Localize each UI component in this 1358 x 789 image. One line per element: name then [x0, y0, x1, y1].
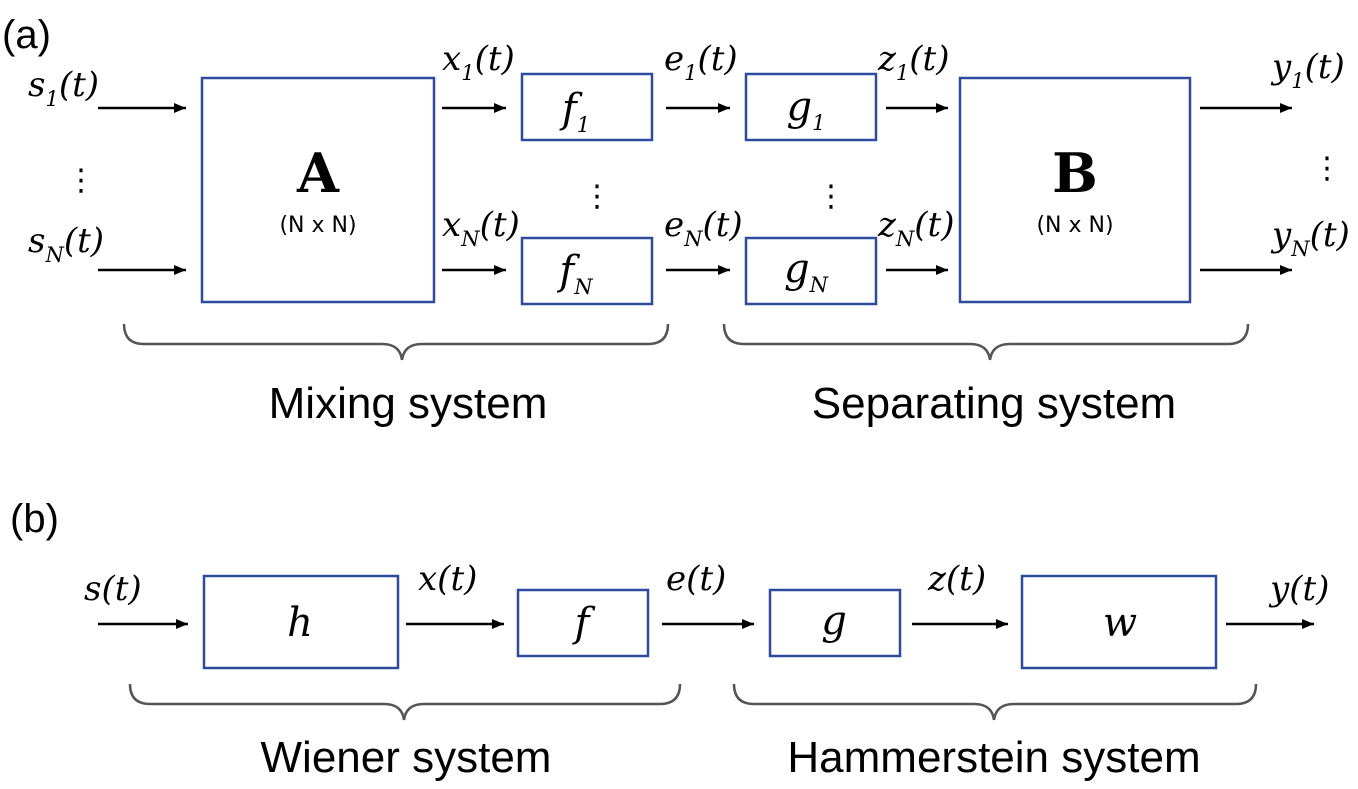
gn-block	[744, 236, 878, 306]
h-block	[202, 574, 400, 670]
matrix-b-dim: (N x N)	[1036, 213, 1113, 238]
separating-brace	[722, 323, 1250, 361]
g-dots: ⋮	[816, 179, 846, 214]
matrix-b-name: B	[1052, 141, 1098, 205]
input-sn-label: sN(t)	[28, 221, 104, 267]
matrix-b-block	[958, 76, 1192, 304]
separating-caption: Separating system	[812, 379, 1176, 428]
input-s1-label: s1(t)	[28, 65, 99, 111]
w-block	[1020, 574, 1218, 670]
x-signal-label: x(t)	[418, 559, 477, 599]
s-signal-label: s(t)	[84, 569, 142, 609]
wiener-caption: Wiener system	[261, 733, 552, 782]
x1-label: x1(t)	[442, 39, 515, 85]
e-signal-label: e(t)	[666, 559, 726, 599]
y-signal-label: y(t)	[1268, 569, 1329, 609]
output-dots: ⋮	[1312, 151, 1342, 186]
output-yn-label: yN(t)	[1270, 215, 1350, 261]
g-label: g	[821, 598, 847, 644]
z1-label: z1(t)	[877, 39, 950, 85]
mixing-brace	[122, 323, 670, 361]
matrix-a-dim: (N x N)	[279, 213, 356, 238]
f-dots: ⋮	[582, 179, 612, 214]
w-label: w	[1103, 600, 1137, 646]
fn-block	[520, 236, 654, 306]
panel-b-label: (b)	[10, 497, 59, 541]
f-block	[516, 588, 650, 658]
mixing-caption: Mixing system	[269, 379, 548, 428]
xn-label: xN(t)	[442, 205, 520, 251]
f1-block	[520, 72, 654, 142]
z-signal-label: z(t)	[927, 559, 986, 599]
hammerstein-caption: Hammerstein system	[787, 733, 1200, 782]
g1-block	[744, 72, 878, 142]
hammerstein-brace	[732, 683, 1258, 721]
g1-label: g1	[787, 84, 826, 135]
gn-label: gN	[784, 246, 829, 297]
matrix-a-name: A	[296, 141, 340, 205]
wiener-brace	[128, 683, 682, 721]
e1-label: e1(t)	[664, 39, 738, 85]
input-dots: ⋮	[66, 163, 96, 198]
en-label: eN(t)	[664, 205, 743, 251]
matrix-a-block	[200, 76, 436, 304]
h-label: h	[287, 600, 313, 646]
g-block	[768, 588, 902, 658]
output-y1-label: y1(t)	[1270, 47, 1345, 93]
zn-label: zN(t)	[877, 205, 955, 251]
panel-a-label: (a)	[2, 13, 51, 57]
